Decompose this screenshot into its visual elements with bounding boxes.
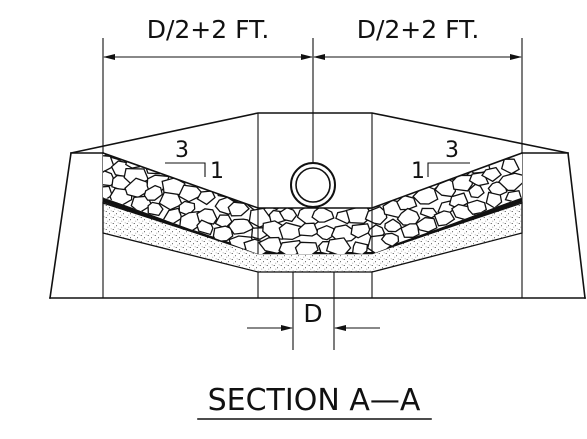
riprap-stone [227, 218, 255, 235]
riprap-stone [316, 224, 336, 241]
riprap-stone [384, 218, 403, 233]
riprap-stone [481, 166, 502, 183]
top-dimensions: D/2+2 FT. D/2+2 FT. [103, 15, 522, 60]
riprap-stone [331, 193, 353, 208]
slope-right-run: 3 [445, 138, 459, 163]
slope-left-run: 3 [175, 138, 189, 163]
riprap-stone [278, 206, 298, 223]
riprap-stone [380, 232, 400, 248]
left-width-label: D/2+2 FT. [147, 15, 270, 44]
riprap-stone [110, 153, 130, 161]
pipe-icon [290, 162, 336, 208]
riprap-stone [497, 172, 522, 192]
section-title-text: SECTION A—A [208, 383, 421, 418]
section-title: SECTION A—A [197, 383, 432, 420]
riprap-stone [103, 170, 116, 187]
slope-right-rise: 1 [411, 159, 425, 184]
riprap-stone [311, 205, 335, 223]
riprap-stone [433, 210, 456, 227]
riprap-stone [350, 223, 372, 239]
pipe-diameter-label: D [303, 299, 322, 328]
structure-outline [49, 112, 586, 299]
slope-indicator-left: 3 1 [165, 138, 224, 184]
riprap-stone [177, 184, 205, 203]
riprap-stone [467, 183, 485, 199]
riprap-stone [419, 207, 439, 219]
riprap-surface [101, 151, 524, 209]
riprap-stone [196, 219, 214, 236]
riprap-stone [351, 241, 369, 254]
right-width-label: D/2+2 FT. [357, 15, 480, 44]
riprap-stone [143, 184, 164, 201]
riprap-stone [258, 192, 286, 211]
slope-left-rise: 1 [210, 159, 224, 184]
riprap-stone [500, 158, 520, 175]
riprap-stone [258, 236, 284, 254]
pipe-diameter-dimension: D [247, 299, 380, 331]
riprap-stone [297, 222, 319, 237]
riprap-stone [415, 216, 438, 233]
slope-indicator-right: 1 3 [411, 138, 470, 184]
riprap-stone [294, 241, 319, 254]
riprap-stone [466, 199, 488, 216]
riprap-stone [325, 237, 352, 254]
